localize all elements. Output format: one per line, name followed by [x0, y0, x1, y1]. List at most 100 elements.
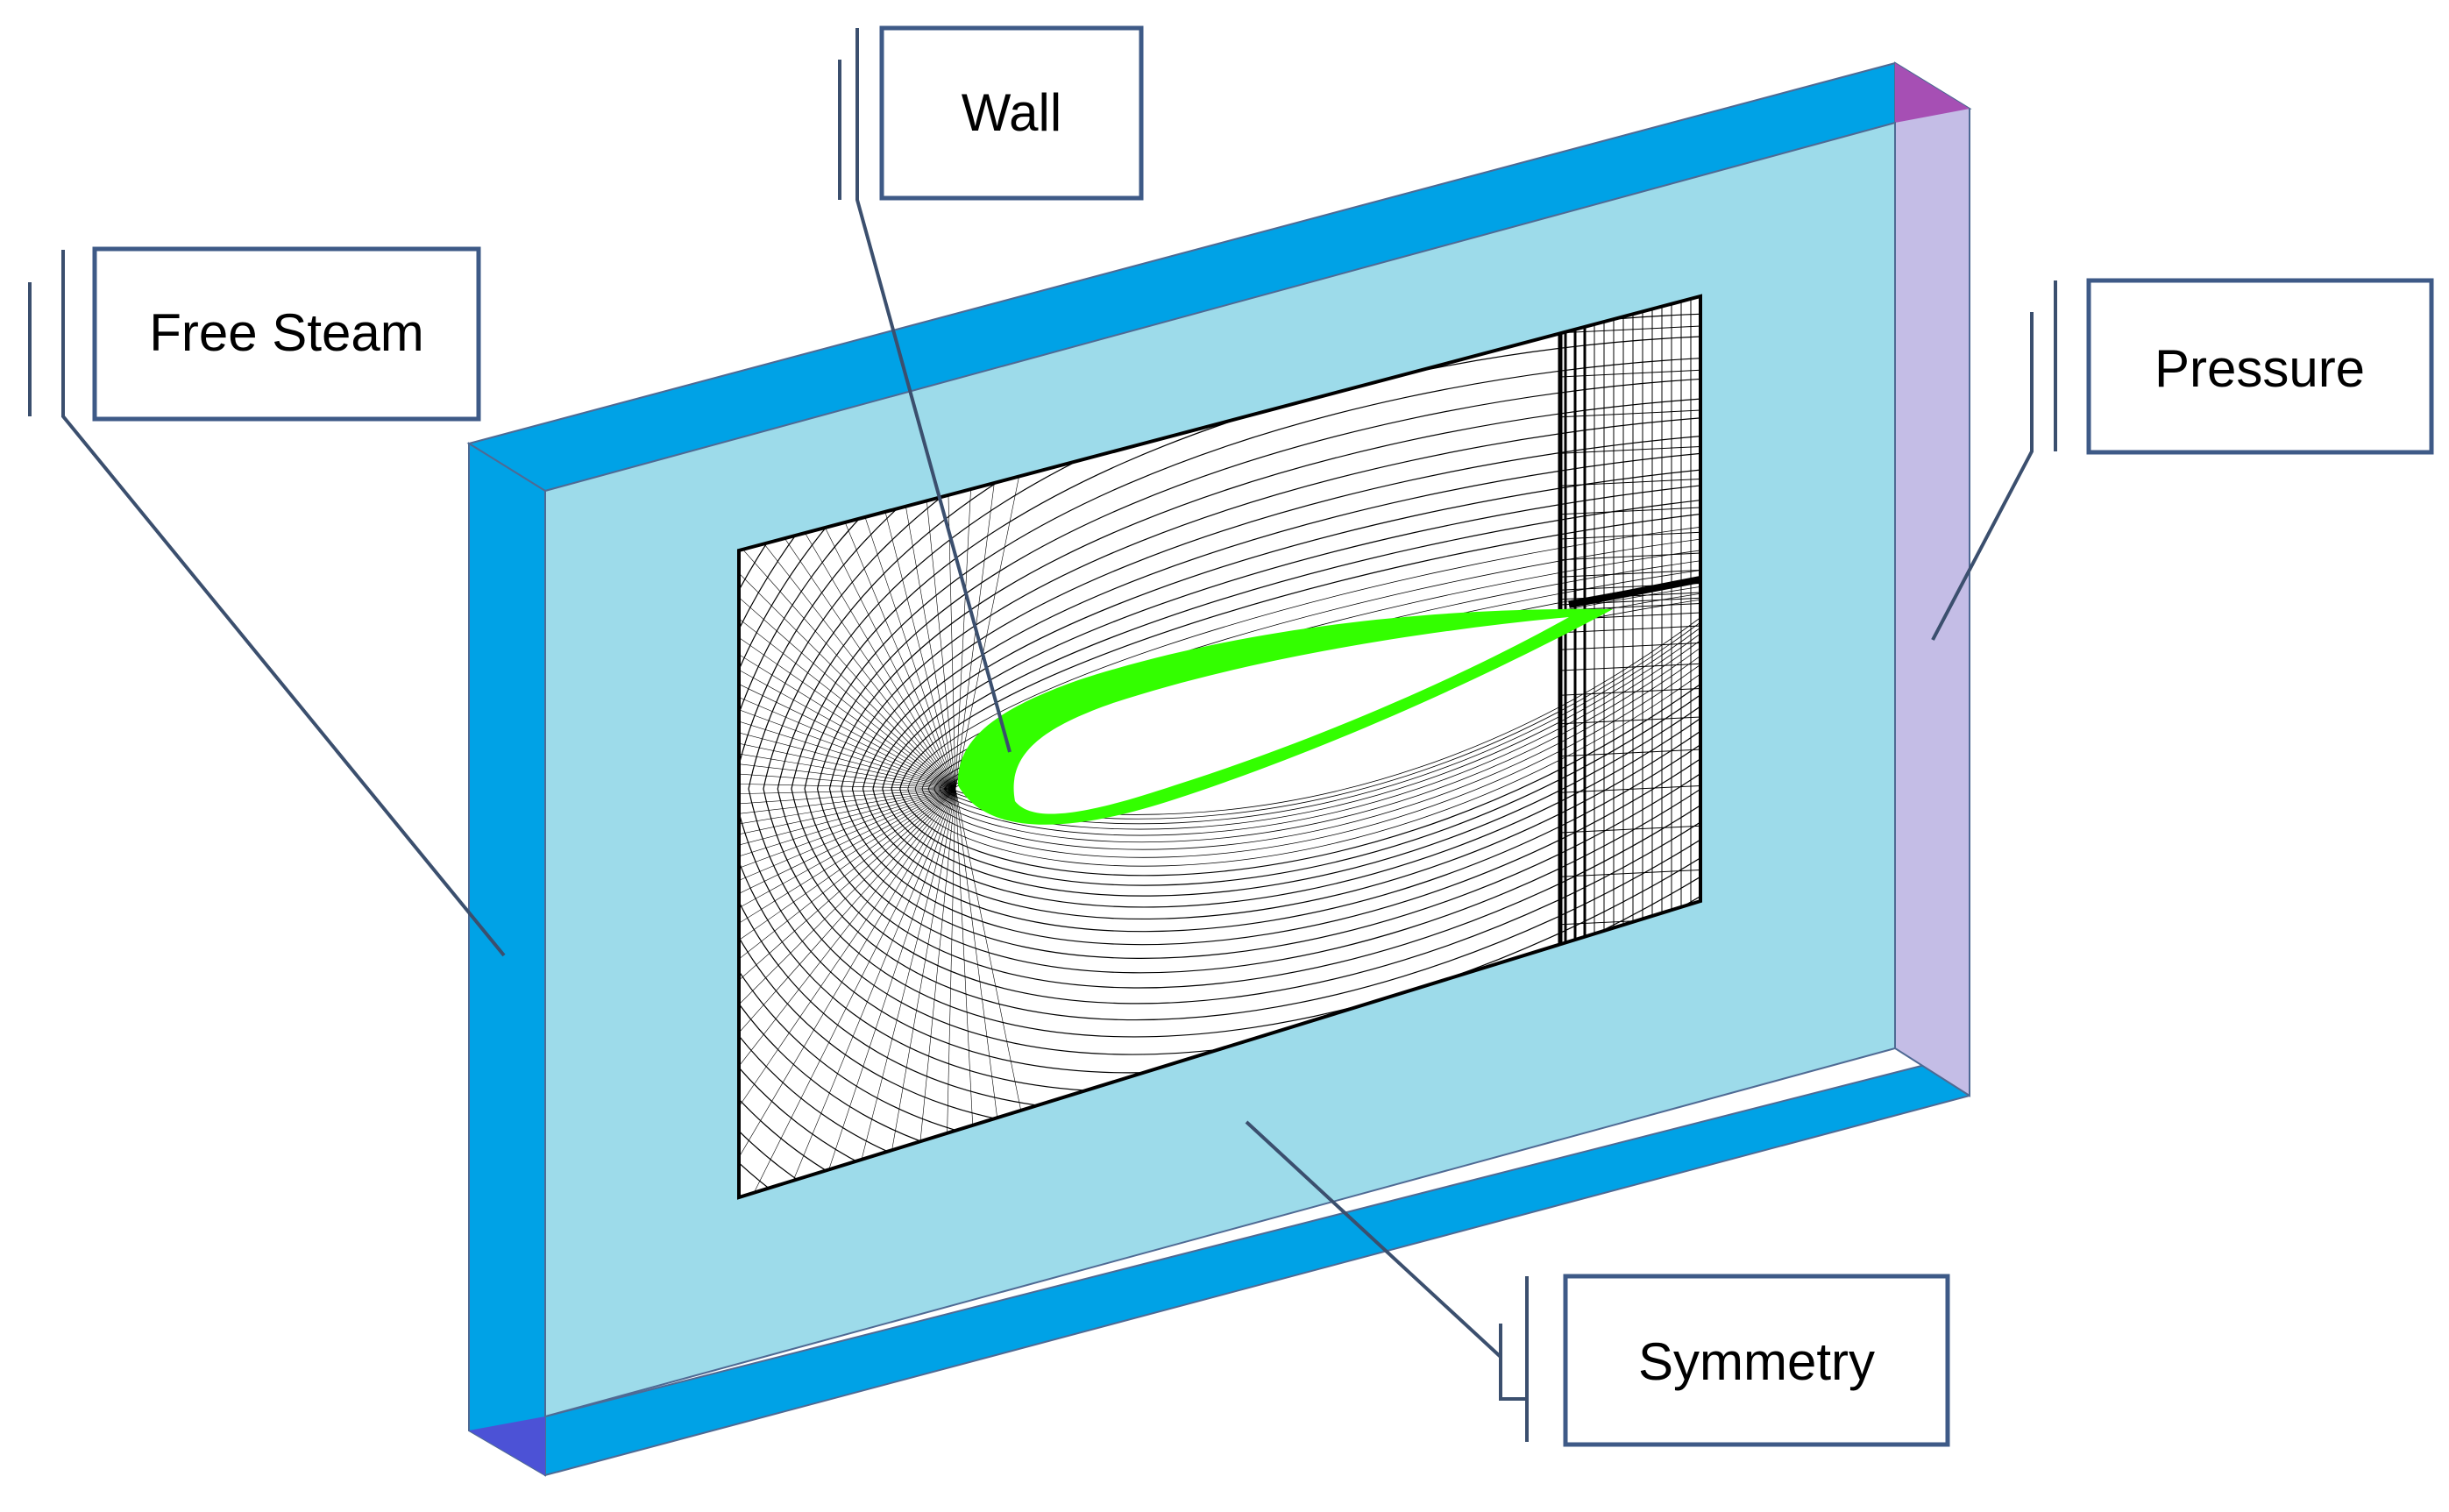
mesh-c-line — [804, 358, 1700, 989]
pressure-label-box — [2086, 278, 2434, 455]
mesh-radial-line — [739, 788, 956, 1172]
mesh-wake-horizontal — [1559, 531, 1700, 540]
wall-label-box — [879, 25, 1144, 201]
mesh-radial-line — [739, 406, 956, 790]
mesh-c-line — [851, 436, 1700, 933]
mesh-wake-horizontal — [1559, 478, 1700, 486]
mesh-wake-horizontal — [1559, 445, 1700, 454]
mesh-c-line — [921, 550, 1700, 850]
mesh-radial-line — [739, 770, 956, 790]
mesh-border — [737, 294, 1702, 1200]
mesh-wake-horizontal — [1559, 784, 1700, 793]
mesh-radial-line — [739, 788, 956, 1197]
mesh-radial-line — [739, 788, 956, 1197]
mesh-c-line — [914, 538, 1700, 858]
mesh-radial-line — [739, 788, 956, 1197]
mesh-radial-line — [739, 788, 956, 1050]
mesh-c-line — [841, 417, 1700, 946]
mesh-radial-line — [739, 788, 956, 1083]
mesh-radial-line — [739, 305, 956, 790]
mesh-radial-line — [739, 495, 956, 790]
free-stream-label: Free Steam — [149, 303, 423, 362]
mesh-wake-cut — [1568, 575, 1700, 608]
mesh-wake-horizontal — [1559, 687, 1700, 696]
mesh-wake-horizontal — [1559, 642, 1700, 650]
mesh-radial-line — [848, 788, 956, 1197]
mesh-radial-line — [739, 788, 956, 1113]
mesh-radial-line — [739, 296, 956, 790]
mesh-c-line — [816, 378, 1700, 974]
callout-leaders — [28, 28, 2057, 1442]
mesh-radial-line — [739, 528, 956, 790]
mesh-radial-line — [739, 788, 956, 807]
mesh-wake-horizontal — [1559, 325, 1700, 334]
mesh-radial-line — [955, 788, 1080, 1197]
mesh-radial-line — [739, 788, 956, 1197]
symmetry-leader-elbow — [1499, 1324, 1527, 1401]
free-stream-leader-line — [61, 282, 506, 957]
mesh-wake-horizontal — [1559, 749, 1700, 757]
mesh-c-line — [828, 398, 1700, 959]
mesh-radial-line — [955, 788, 1033, 1197]
symmetry-label: Symmetry — [1638, 1332, 1875, 1391]
mesh-c-line — [872, 469, 1700, 908]
mesh-wake-horizontal — [1559, 625, 1700, 634]
mesh-radial-line — [739, 664, 956, 790]
mesh-radial-line — [739, 352, 956, 790]
symmetry-label-box — [1563, 1274, 1950, 1447]
mesh-wake-horizontal — [1559, 552, 1700, 561]
mesh-radial-line — [739, 594, 956, 790]
bottom-left-corner-cap — [469, 1416, 545, 1475]
mesh-c-line — [891, 500, 1700, 886]
mesh-radial-line — [739, 788, 956, 1197]
mesh-radial-line — [757, 788, 956, 1197]
callout-free-stream: Free Steam — [92, 246, 481, 422]
wall-leader-line — [855, 60, 1012, 753]
callout-pressure: Pressure — [2086, 278, 2434, 455]
mesh-radial-line — [739, 628, 956, 790]
mesh-radial-line — [739, 378, 956, 790]
mesh-radial-line — [739, 699, 956, 790]
mesh-radial-line — [739, 434, 956, 790]
mesh-radial-line — [739, 465, 956, 790]
airfoil-interior — [1013, 617, 1569, 814]
pressure-leader-line — [1931, 312, 2034, 641]
mesh-radial-line — [739, 328, 956, 790]
mesh-radial-line — [739, 788, 956, 1197]
mesh-radial-line — [739, 788, 956, 1018]
mesh-region — [737, 294, 1702, 1200]
mesh-c-line — [899, 513, 1700, 877]
mesh-wake-horizontal — [1559, 869, 1700, 877]
mesh-c-line — [882, 485, 1700, 897]
mesh-radial-line — [739, 788, 956, 1197]
mesh-c-line — [862, 452, 1700, 920]
mesh-wake-horizontal — [1559, 507, 1700, 515]
free-stream-label-box — [92, 246, 481, 422]
mesh-radial-line — [940, 788, 956, 1197]
callout-symmetry: Symmetry — [1563, 1274, 1950, 1447]
mesh-wake-horizontal — [1559, 369, 1700, 378]
mesh-wake-horizontal — [1559, 663, 1700, 671]
left-free-stream-face — [468, 442, 546, 1477]
mesh-radial-line — [739, 788, 956, 1197]
mesh-wake-horizontal — [1559, 569, 1700, 578]
mesh-radial-line — [739, 788, 956, 879]
mesh-wake-horizontal — [1559, 716, 1700, 725]
mesh-c-line — [907, 526, 1700, 867]
mesh-radial-line — [739, 735, 956, 790]
top-right-corner-cap — [1895, 63, 1970, 123]
mesh-radial-line — [739, 788, 956, 949]
callout-wall: Wall — [879, 25, 1144, 201]
pressure-label: Pressure — [2154, 339, 2365, 398]
mesh-wake-horizontal — [1559, 825, 1700, 834]
mesh-radial-line — [739, 560, 956, 790]
mesh-radial-line — [739, 788, 956, 1144]
mesh-radial-line — [955, 788, 988, 1197]
mesh-radial-line — [739, 788, 956, 843]
mesh-radial-line — [955, 296, 1080, 790]
mesh-wake-horizontal — [1559, 409, 1700, 418]
mesh-radial-line — [739, 788, 956, 914]
mesh-radial-line — [739, 788, 956, 1197]
